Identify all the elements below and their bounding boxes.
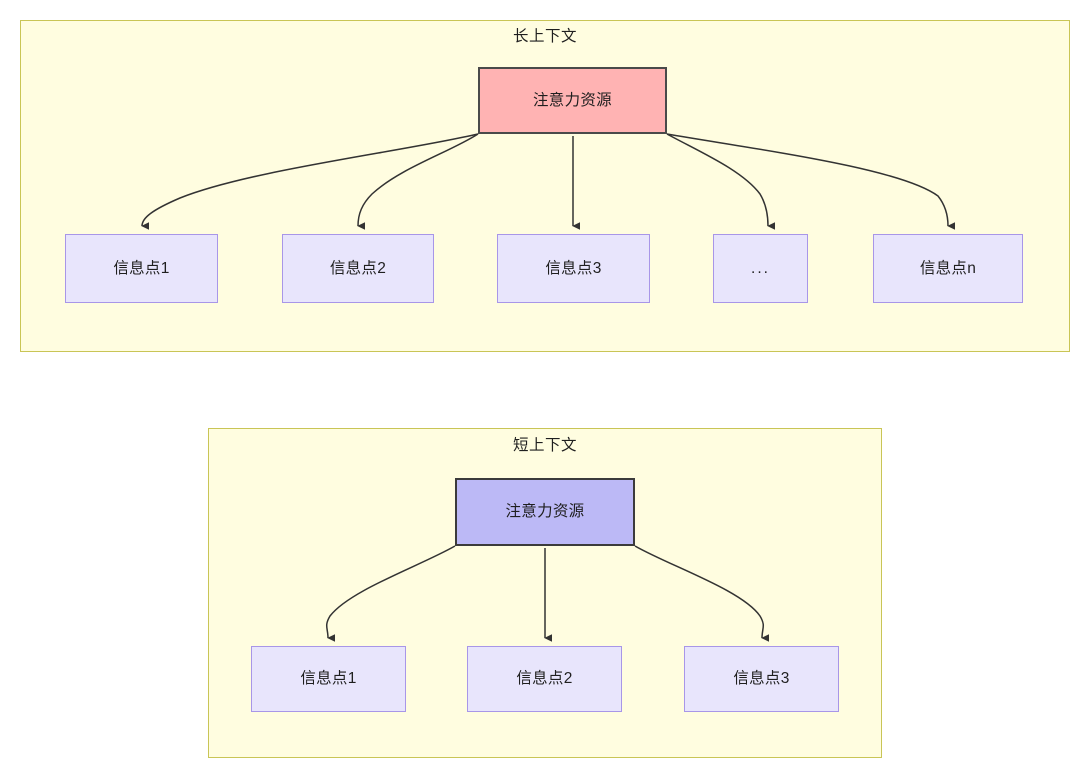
group-long-context-title: 长上下文 <box>512 28 577 45</box>
node-long-child-3[interactable]: 信息点3 <box>497 234 650 303</box>
node-short-child-1-label: 信息点1 <box>300 670 357 688</box>
node-long-child-n-label: 信息点n <box>919 259 977 277</box>
node-long-child-1[interactable]: 信息点1 <box>65 234 218 303</box>
node-short-child-2-label: 信息点2 <box>516 670 573 688</box>
node-long-child-2-label: 信息点2 <box>329 259 387 277</box>
node-long-root-label: 注意力资源 <box>532 91 612 109</box>
node-short-child-2[interactable]: 信息点2 <box>467 646 622 712</box>
node-short-child-1[interactable]: 信息点1 <box>251 646 406 712</box>
group-short-context-title: 短上下文 <box>512 437 577 454</box>
node-long-child-3-label: 信息点3 <box>545 259 602 277</box>
node-long-child-2[interactable]: 信息点2 <box>282 234 434 303</box>
node-long-child-1-label: 信息点1 <box>113 259 170 277</box>
node-long-child-ellipsis[interactable]: ... <box>713 234 808 303</box>
node-long-root[interactable]: 注意力资源 <box>478 67 667 134</box>
node-long-child-ellipsis-label: ... <box>751 259 770 277</box>
node-short-root-label: 注意力资源 <box>505 503 585 521</box>
node-short-child-3[interactable]: 信息点3 <box>684 646 839 712</box>
node-short-child-3-label: 信息点3 <box>733 670 790 688</box>
node-long-child-n[interactable]: 信息点n <box>873 234 1023 303</box>
node-short-root[interactable]: 注意力资源 <box>455 478 635 546</box>
